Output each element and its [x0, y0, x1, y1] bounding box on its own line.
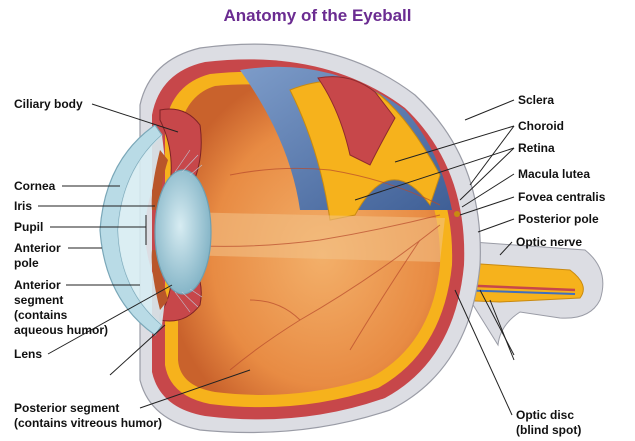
label-anterior-pole: Anterior pole: [14, 241, 61, 271]
label-posterior-pole: Posterior pole: [518, 212, 599, 227]
label-pupil: Pupil: [14, 220, 43, 235]
label-sclera: Sclera: [518, 93, 554, 108]
fovea-marker: [454, 211, 460, 217]
section-plane: [180, 212, 445, 262]
label-posterior-segment: Posterior segment (contains vitreous hum…: [14, 401, 162, 431]
lens: [155, 170, 211, 294]
label-choroid: Choroid: [518, 119, 564, 134]
label-cornea: Cornea: [14, 179, 55, 194]
label-macula-lutea: Macula lutea: [518, 167, 590, 182]
label-optic-nerve: Optic nerve: [516, 235, 582, 250]
label-lens: Lens: [14, 347, 42, 362]
label-fovea-centralis: Fovea centralis: [518, 190, 605, 205]
label-iris: Iris: [14, 199, 32, 214]
label-optic-disc: Optic disc (blind spot): [516, 408, 581, 438]
label-retina: Retina: [518, 141, 555, 156]
label-anterior-segment: Anterior segment (contains aqueous humor…: [14, 278, 108, 338]
label-ciliary-body: Ciliary body: [14, 97, 83, 112]
